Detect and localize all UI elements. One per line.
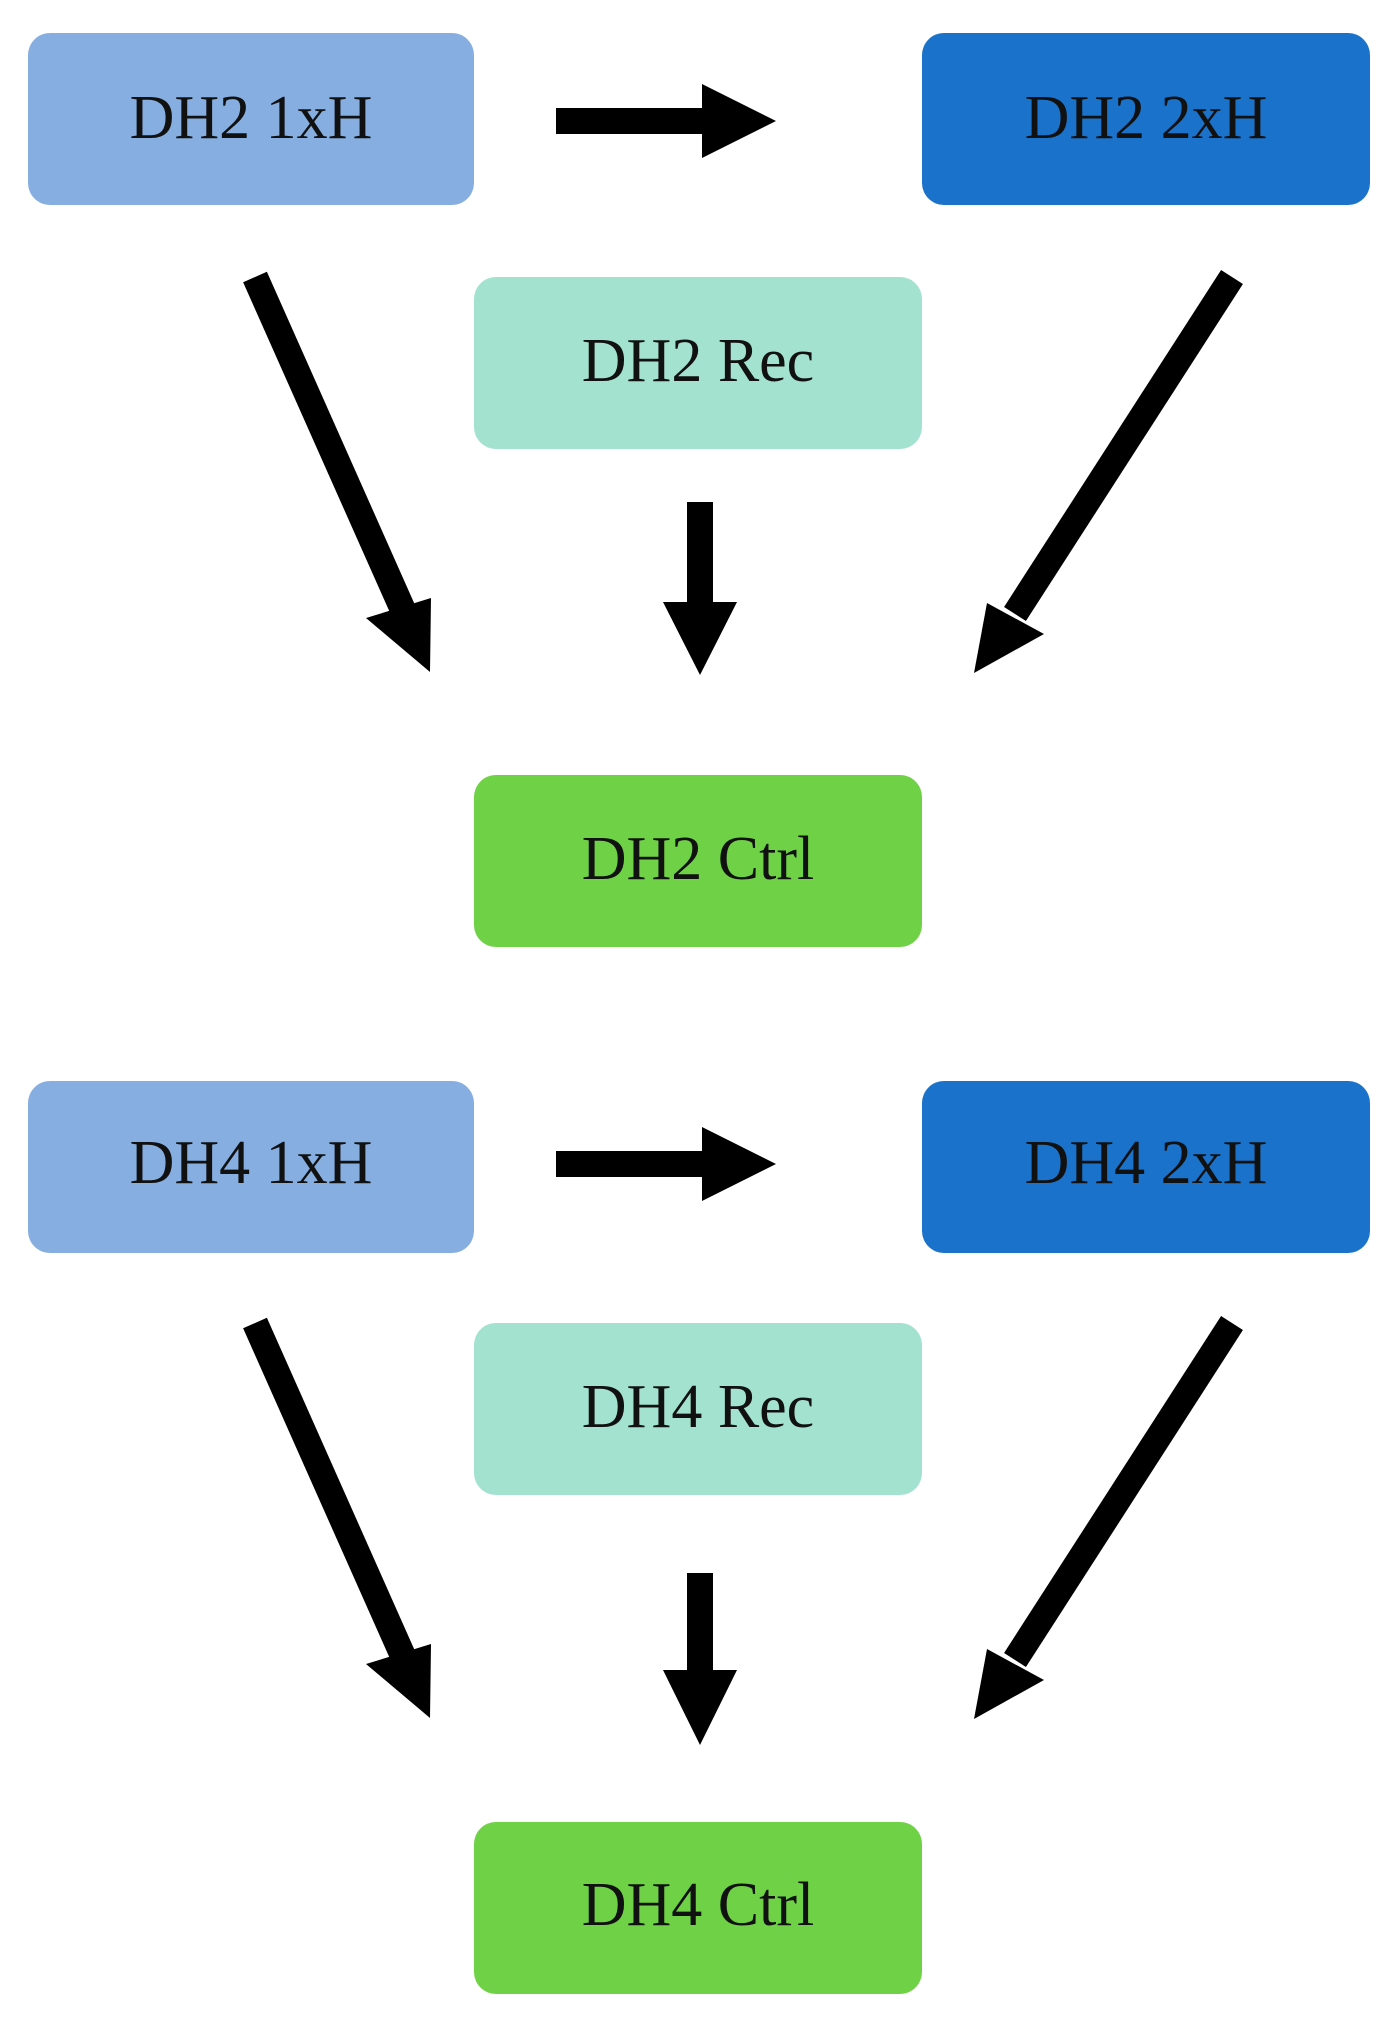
arrow-dh4-1xh-to-ctrl-head xyxy=(366,1644,431,1718)
arrow-dh2-2xh-to-ctrl-shaft xyxy=(1004,269,1243,622)
arrow-dh2-rec-to-ctrl xyxy=(663,502,737,675)
arrow-dh2-rec-to-ctrl-head xyxy=(663,602,737,675)
arrow-dh4-2xh-to-ctrl-shaft xyxy=(1004,1315,1243,1668)
node-dh4-1xh: DH4 1xH xyxy=(28,1081,474,1253)
arrow-dh2-1xh-to-ctrl-head xyxy=(366,598,431,672)
arrow-dh4-2xh-to-ctrl-head xyxy=(974,1649,1044,1719)
arrow-dh4-rec-to-ctrl xyxy=(663,1573,737,1745)
node-dh2-ctrl: DH2 Ctrl xyxy=(474,775,922,947)
arrow-dh4-1xh-to-ctrl-shaft xyxy=(243,1317,415,1662)
node-dh4-1xh-box xyxy=(28,1081,474,1253)
node-dh4-2xh: DH4 2xH xyxy=(922,1081,1370,1253)
arrow-dh4-1xh-to-ctrl xyxy=(243,1317,431,1718)
node-dh4-rec-box xyxy=(474,1323,922,1495)
node-dh4-rec: DH4 Rec xyxy=(474,1323,922,1495)
node-dh2-2xh: DH2 2xH xyxy=(922,33,1370,205)
node-dh4-2xh-label: DH4 2xH xyxy=(1025,1129,1268,1197)
arrow-dh2-1xh-to-2xh-head xyxy=(702,84,776,158)
diagram-group-dh2: DH2 1xH DH2 2xH DH2 Rec DH2 Ctrl xyxy=(28,33,1370,947)
arrow-dh4-1xh-to-2xh-head xyxy=(702,1127,776,1201)
node-dh2-1xh-label: DH2 1xH xyxy=(130,84,373,152)
node-dh4-ctrl-box xyxy=(474,1822,922,1994)
node-dh4-ctrl-label: DH4 Ctrl xyxy=(582,1871,815,1939)
node-dh4-rec-label: DH4 Rec xyxy=(582,1373,814,1441)
node-dh2-1xh-box xyxy=(28,33,474,205)
node-dh2-ctrl-box xyxy=(474,775,922,947)
arrow-dh2-2xh-to-ctrl xyxy=(974,269,1243,673)
node-dh4-2xh-box xyxy=(922,1081,1370,1253)
node-dh2-rec-box xyxy=(474,277,922,449)
node-dh4-1xh-label: DH4 1xH xyxy=(130,1129,373,1197)
arrow-dh2-1xh-to-2xh xyxy=(556,84,776,158)
node-dh2-rec-label: DH2 Rec xyxy=(582,327,814,395)
arrow-dh2-2xh-to-ctrl-head xyxy=(974,603,1044,673)
node-dh2-1xh: DH2 1xH xyxy=(28,33,474,205)
arrow-dh4-rec-to-ctrl-head xyxy=(663,1670,737,1745)
arrow-dh4-1xh-to-2xh xyxy=(556,1127,776,1201)
arrow-dh2-1xh-to-ctrl xyxy=(243,271,431,672)
node-dh4-ctrl: DH4 Ctrl xyxy=(474,1822,922,1994)
diagram-group-dh4: DH4 1xH DH4 2xH DH4 Rec DH4 Ctrl xyxy=(28,1081,1370,1994)
arrow-dh4-2xh-to-ctrl xyxy=(974,1315,1243,1719)
node-dh2-ctrl-label: DH2 Ctrl xyxy=(582,825,815,893)
node-dh2-rec: DH2 Rec xyxy=(474,277,922,449)
node-dh2-2xh-box xyxy=(922,33,1370,205)
arrow-dh2-1xh-to-ctrl-shaft xyxy=(243,271,415,616)
node-dh2-2xh-label: DH2 2xH xyxy=(1025,84,1268,152)
